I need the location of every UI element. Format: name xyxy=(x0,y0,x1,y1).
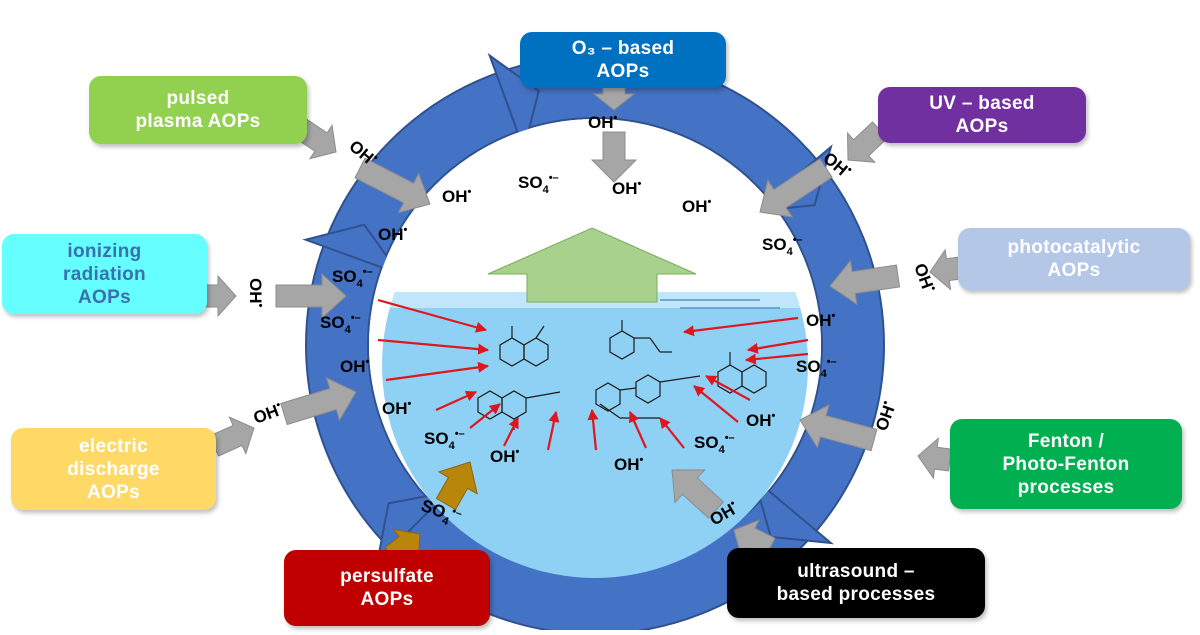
o3-arrow-inner xyxy=(590,131,638,183)
oh-radical-label: OH• xyxy=(251,399,286,428)
photocatalytic-aops-box: photocatalytic AOPs xyxy=(958,228,1190,290)
svg-text:OH•: OH• xyxy=(746,410,776,430)
oh-radical-label: OH• xyxy=(378,224,408,244)
red-attack-arrow xyxy=(693,385,739,423)
svg-text:OH•: OH• xyxy=(682,196,712,216)
svg-text:OH•: OH• xyxy=(612,178,642,198)
oh-radical-label: OH• xyxy=(806,310,836,330)
oh-radical-label: OH• xyxy=(612,178,642,198)
red-attack-arrow xyxy=(744,352,809,365)
o3-aops-box: O₃ – based AOPs xyxy=(520,32,726,88)
svg-text:OH•: OH• xyxy=(246,278,266,308)
uv-aops-box: UV – based AOPs xyxy=(878,87,1086,143)
photocatalytic-aops-label: photocatalytic AOPs xyxy=(1007,237,1141,281)
ring-arrowhead xyxy=(487,52,540,153)
pulsed-plasma-box: pulsed plasma AOPs xyxy=(89,76,307,144)
svg-text:OH•: OH• xyxy=(378,224,408,244)
plasma-arrow-inner xyxy=(354,157,431,214)
ionizing-arrow-inner xyxy=(275,272,347,320)
red-attack-arrow xyxy=(628,410,648,449)
fenton-arrow-inner xyxy=(799,404,878,452)
pollutant-molecules xyxy=(477,320,767,430)
persulfate-arrow-inner xyxy=(435,461,478,511)
svg-text:OH•: OH• xyxy=(588,112,618,132)
svg-text:OH•: OH• xyxy=(442,186,472,206)
red-attack-arrow xyxy=(659,417,685,449)
persulfate-aops-box: persulfate AOPs xyxy=(284,550,490,626)
o3-aops-label: O₃ – based AOPs xyxy=(571,38,675,82)
co2-label: CO₂ xyxy=(566,234,619,264)
oh-radical-label: OH• xyxy=(588,112,618,132)
fenton-label: Fenton / Photo-Fenton processes xyxy=(1002,430,1130,498)
ionizing-radiation-label: ionizing radiation AOPs xyxy=(63,240,146,308)
red-attack-arrow xyxy=(682,316,799,337)
ultrasound-label: ultrasound – based processes xyxy=(776,561,936,605)
oh-radical-label: OH• xyxy=(246,278,266,308)
oh-radical-label: OH• xyxy=(340,356,370,376)
uv-aops-label: UV – based AOPs xyxy=(929,93,1035,137)
ring-arrowhead xyxy=(302,223,403,276)
pulsed-plasma-label: pulsed plasma AOPs xyxy=(135,88,261,132)
red-attack-arrow xyxy=(385,361,490,382)
radical-attack-arrows xyxy=(377,298,809,451)
red-attack-arrow xyxy=(746,338,809,354)
red-attack-arrow xyxy=(435,390,478,412)
svg-text:OH•: OH• xyxy=(382,398,412,418)
oh-radical-label: OH• xyxy=(490,446,520,466)
co2-arrow xyxy=(487,227,697,303)
oh-radical-label: OH• xyxy=(442,186,472,206)
red-attack-arrow xyxy=(377,298,488,333)
red-attack-arrow xyxy=(587,408,599,451)
ionizing-radiation-box: ionizing radiation AOPs xyxy=(2,234,207,314)
ultrasound-arrow-inner xyxy=(671,469,725,519)
red-attack-arrow xyxy=(705,375,751,401)
svg-text:OH•: OH• xyxy=(490,446,520,466)
red-attack-arrow xyxy=(469,403,501,429)
electric-discharge-box: electric discharge AOPs xyxy=(11,428,216,510)
oh-radical-label: OH• xyxy=(382,398,412,418)
uv-arrow-inner xyxy=(759,158,833,218)
ultrasound-box: ultrasound – based processes xyxy=(727,548,985,618)
svg-text:OH•: OH• xyxy=(806,310,836,330)
oh-radical-label: OH• xyxy=(746,410,776,430)
photocatalytic-arrow-inner xyxy=(829,259,901,306)
electric-arrow-inner xyxy=(280,377,357,426)
red-attack-arrow xyxy=(377,338,490,355)
svg-text:OH•: OH• xyxy=(340,356,370,376)
svg-text:OH•: OH• xyxy=(614,454,644,474)
oh-radical-label: OH• xyxy=(614,454,644,474)
fenton-box: Fenton / Photo-Fenton processes xyxy=(950,419,1182,509)
fenton-arrow-outer xyxy=(917,437,952,480)
oh-radical-label: OH• xyxy=(682,196,712,216)
ring-arrowhead xyxy=(752,475,835,545)
electric-arrow-outer xyxy=(208,416,255,457)
electric-discharge-label: electric discharge AOPs xyxy=(67,435,160,503)
svg-text:OH•: OH• xyxy=(251,399,286,428)
red-attack-arrow xyxy=(546,410,560,451)
persulfate-aops-label: persulfate AOPs xyxy=(340,566,434,610)
red-attack-arrow xyxy=(503,417,519,447)
